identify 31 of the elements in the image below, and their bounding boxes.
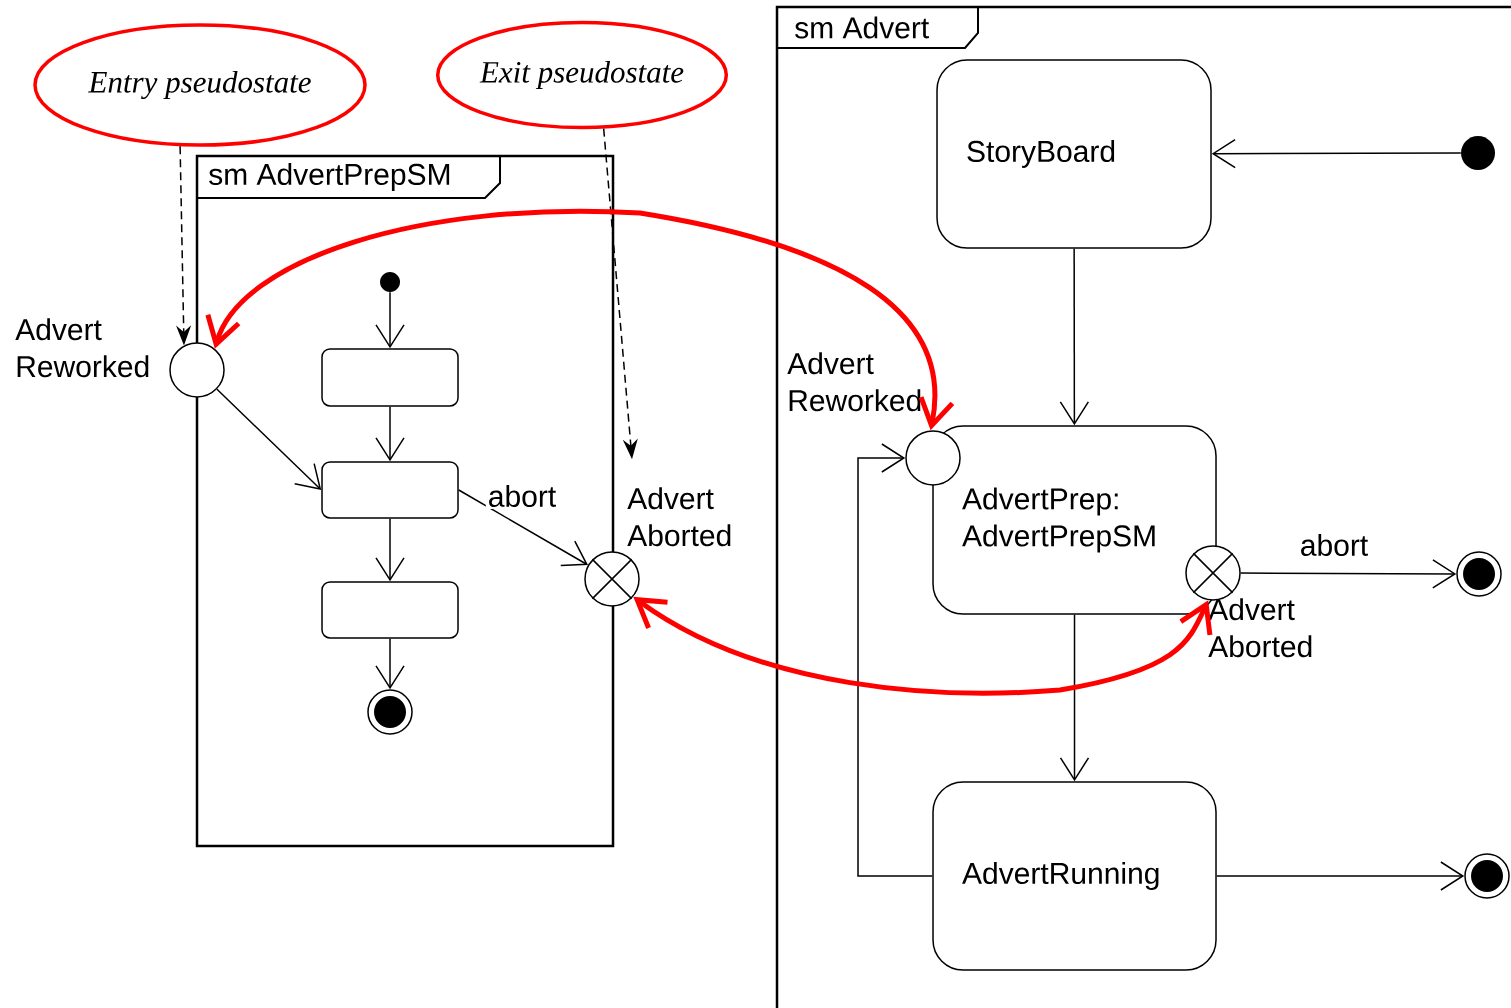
entry-point — [169, 342, 225, 398]
state-label: Advert Aborted — [627, 487, 731, 547]
arrow — [375, 518, 405, 582]
state-box: AdvertRunning — [932, 781, 1217, 971]
arrow — [458, 489, 588, 567]
initial-state — [1461, 136, 1495, 170]
entry-point — [905, 430, 961, 486]
initial-state — [380, 272, 400, 292]
edge-label: abort — [485, 483, 559, 509]
arrow — [857, 443, 933, 877]
arrow — [633, 596, 1213, 696]
arrow — [205, 208, 955, 431]
arrow — [1240, 559, 1457, 589]
state-box — [321, 348, 459, 407]
arrow — [1059, 614, 1090, 782]
note-callout: Entry pseudostate — [33, 23, 367, 147]
note-callout: Exit pseudostate — [436, 20, 729, 130]
state-box: StoryBoard — [936, 59, 1212, 249]
arrow — [1211, 138, 1462, 169]
final-state — [1456, 551, 1502, 597]
state-label: Advert Reworked — [787, 352, 921, 412]
arrow — [216, 388, 322, 490]
edge-label: abort — [1297, 532, 1371, 558]
state-label: Advert Reworked — [15, 318, 149, 378]
state-box — [321, 461, 459, 519]
arrow — [1059, 248, 1090, 426]
final-state — [367, 689, 413, 735]
exit-point — [584, 551, 640, 607]
state-box — [321, 581, 459, 639]
arrow — [1216, 861, 1465, 891]
final-state — [1464, 853, 1510, 899]
